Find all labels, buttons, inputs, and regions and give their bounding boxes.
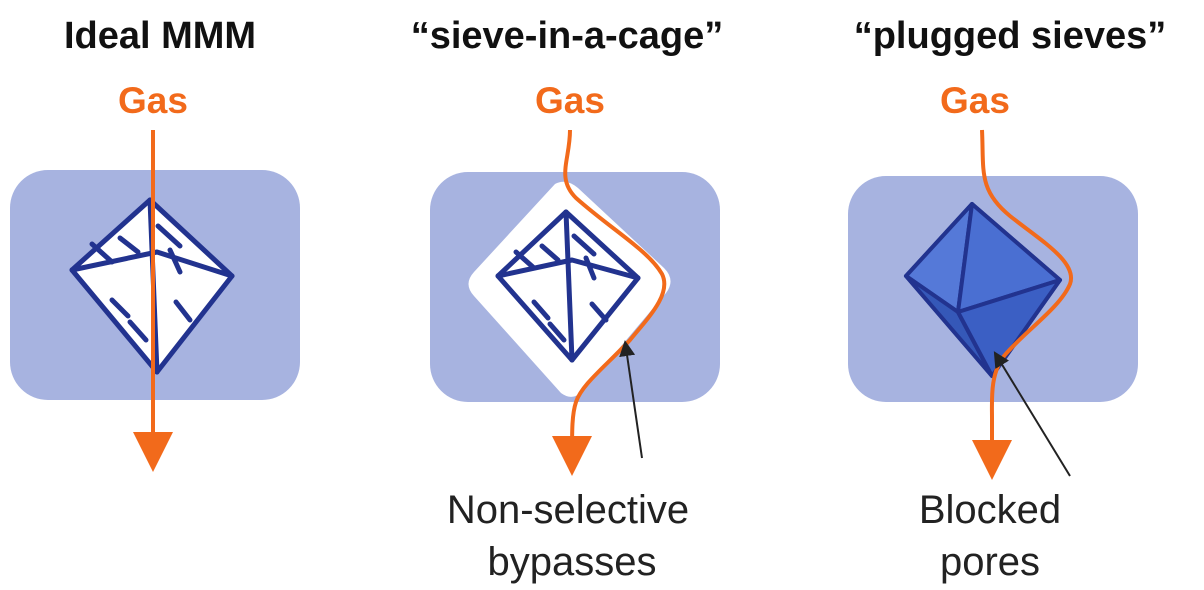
panel-plugged-sieves: “plugged sieves” Gas Blocked pores — [848, 15, 1166, 584]
panel-title: “sieve-in-a-cage” — [411, 15, 724, 57]
mof-crystal-open — [495, 209, 641, 363]
caption-line: bypasses — [488, 540, 657, 584]
panel-title: Ideal MMM — [64, 15, 256, 57]
gas-label: Gas — [940, 80, 1010, 121]
blocked-pore-pointer — [993, 351, 1071, 477]
panel-sieve-in-a-cage: “sieve-in-a-cage” Gas Non-selective bypa… — [411, 15, 724, 584]
caption-line: Non-selective — [447, 488, 689, 532]
caption-line: Blocked — [919, 488, 1061, 532]
gas-path-bypass — [972, 129, 1074, 480]
gas-label: Gas — [535, 80, 605, 121]
panel-ideal-mmm: Ideal MMM Gas — [10, 15, 300, 472]
bypass-pointer — [619, 340, 643, 459]
gas-path-bypass — [552, 129, 667, 476]
caption-line: pores — [940, 540, 1040, 584]
mof-crystal-plugged — [904, 202, 1062, 378]
panel-title: “plugged sieves” — [854, 15, 1167, 57]
gas-label: Gas — [118, 80, 188, 121]
